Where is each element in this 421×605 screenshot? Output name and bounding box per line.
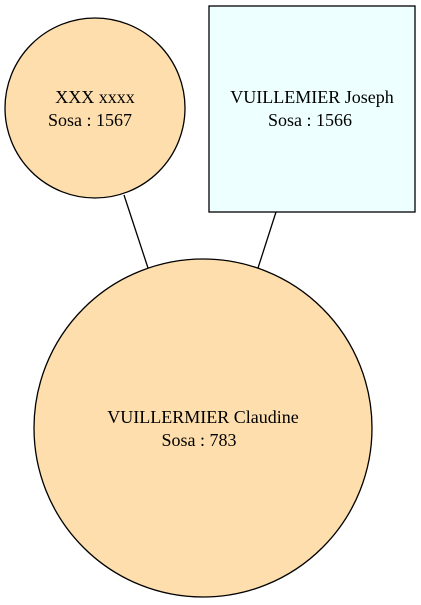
node-mother-shape [4,17,186,199]
node-mother-sosa: Sosa : 1567 [48,110,132,130]
edge-father-child [257,211,277,269]
node-father-shape [208,5,416,213]
node-mother-name: XXX xxxx [55,87,135,107]
node-mother[interactable]: XXX xxxx Sosa : 1567 [4,17,186,199]
edge-mother-child [123,194,149,269]
node-father-sosa: Sosa : 1566 [268,110,352,130]
node-father-name: VUILLEMIER Joseph [230,87,393,107]
node-child[interactable]: VUILLERMIER Claudine Sosa : 783 [33,258,373,598]
node-child-name: VUILLERMIER Claudine [107,407,298,427]
node-child-sosa: Sosa : 783 [161,430,236,450]
node-child-shape [33,258,373,598]
node-father[interactable]: VUILLEMIER Joseph Sosa : 1566 [208,5,416,213]
